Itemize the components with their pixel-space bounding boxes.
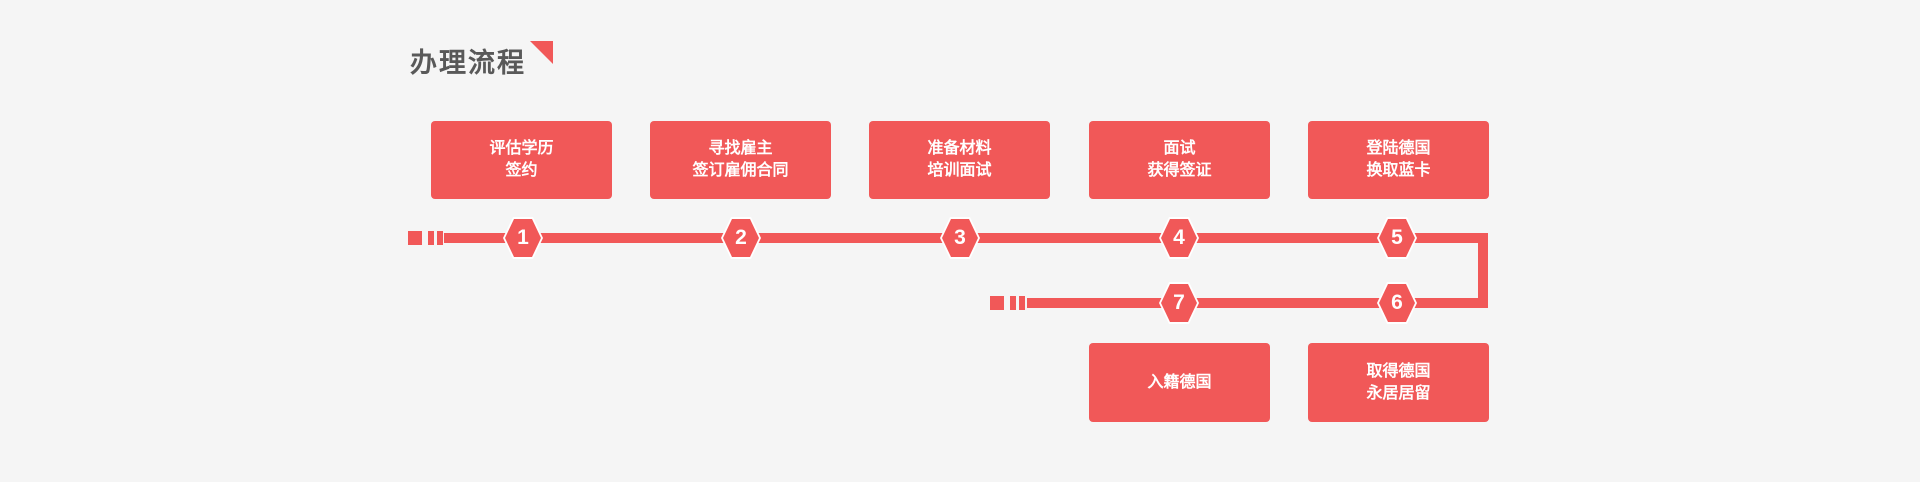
step-box-3: 准备材料 培训面试 bbox=[869, 121, 1050, 199]
step-number-badge-3: 3 bbox=[940, 217, 980, 259]
step-number-badge-6: 6 bbox=[1377, 282, 1417, 324]
step-box-7: 入籍德国 bbox=[1089, 343, 1270, 422]
step-box-4-line2: 获得签证 bbox=[1147, 162, 1212, 179]
line-start-dash bbox=[437, 231, 443, 245]
step-box-5: 登陆德国 换取蓝卡 bbox=[1308, 121, 1489, 199]
step-number-4: 4 bbox=[1161, 219, 1197, 257]
step-box-7-line1: 入籍德国 bbox=[1147, 373, 1212, 391]
step-box-1: 评估学历 签约 bbox=[431, 121, 612, 199]
step-number-1: 1 bbox=[505, 219, 541, 257]
step-box-6-line1: 取得德国 bbox=[1366, 362, 1431, 380]
step-box-5-line1: 登陆德国 bbox=[1366, 140, 1431, 157]
step-box-3-line2: 培训面试 bbox=[927, 162, 992, 179]
step-number-7: 7 bbox=[1161, 284, 1197, 322]
step-box-1-line1: 评估学历 bbox=[489, 140, 554, 157]
step-number-badge-2: 2 bbox=[721, 217, 761, 259]
step-box-2-line1: 寻找雇主 bbox=[708, 140, 773, 157]
step-number-3: 3 bbox=[942, 219, 978, 257]
line-start-dash bbox=[428, 231, 434, 245]
line-end-square bbox=[990, 296, 1004, 310]
step-box-2: 寻找雇主 签订雇佣合同 bbox=[650, 121, 831, 199]
step-number-badge-5: 5 bbox=[1377, 217, 1417, 259]
flow-line-row2 bbox=[1027, 298, 1488, 308]
step-number-2: 2 bbox=[723, 219, 759, 257]
step-box-2-line2: 签订雇佣合同 bbox=[692, 162, 789, 179]
step-box-3-line1: 准备材料 bbox=[927, 140, 992, 157]
step-box-1-line2: 签约 bbox=[505, 162, 538, 179]
step-box-5-line2: 换取蓝卡 bbox=[1366, 162, 1431, 179]
line-end-dash bbox=[1019, 296, 1025, 310]
line-end-dash bbox=[1010, 296, 1016, 310]
line-start-square bbox=[408, 231, 422, 245]
corner-triangle-icon bbox=[530, 41, 553, 64]
step-number-badge-7: 7 bbox=[1159, 282, 1199, 324]
step-number-5: 5 bbox=[1379, 219, 1415, 257]
step-box-4-line1: 面试 bbox=[1163, 140, 1196, 157]
step-box-4: 面试 获得签证 bbox=[1089, 121, 1270, 199]
step-number-badge-1: 1 bbox=[503, 217, 543, 259]
flow-line-corner bbox=[1478, 233, 1488, 308]
step-number-badge-4: 4 bbox=[1159, 217, 1199, 259]
step-box-6: 取得德国 永居居留 bbox=[1308, 343, 1489, 422]
step-number-6: 6 bbox=[1379, 284, 1415, 322]
step-box-6-line2: 永居居留 bbox=[1366, 384, 1431, 402]
section-title: 办理流程 bbox=[410, 48, 526, 78]
